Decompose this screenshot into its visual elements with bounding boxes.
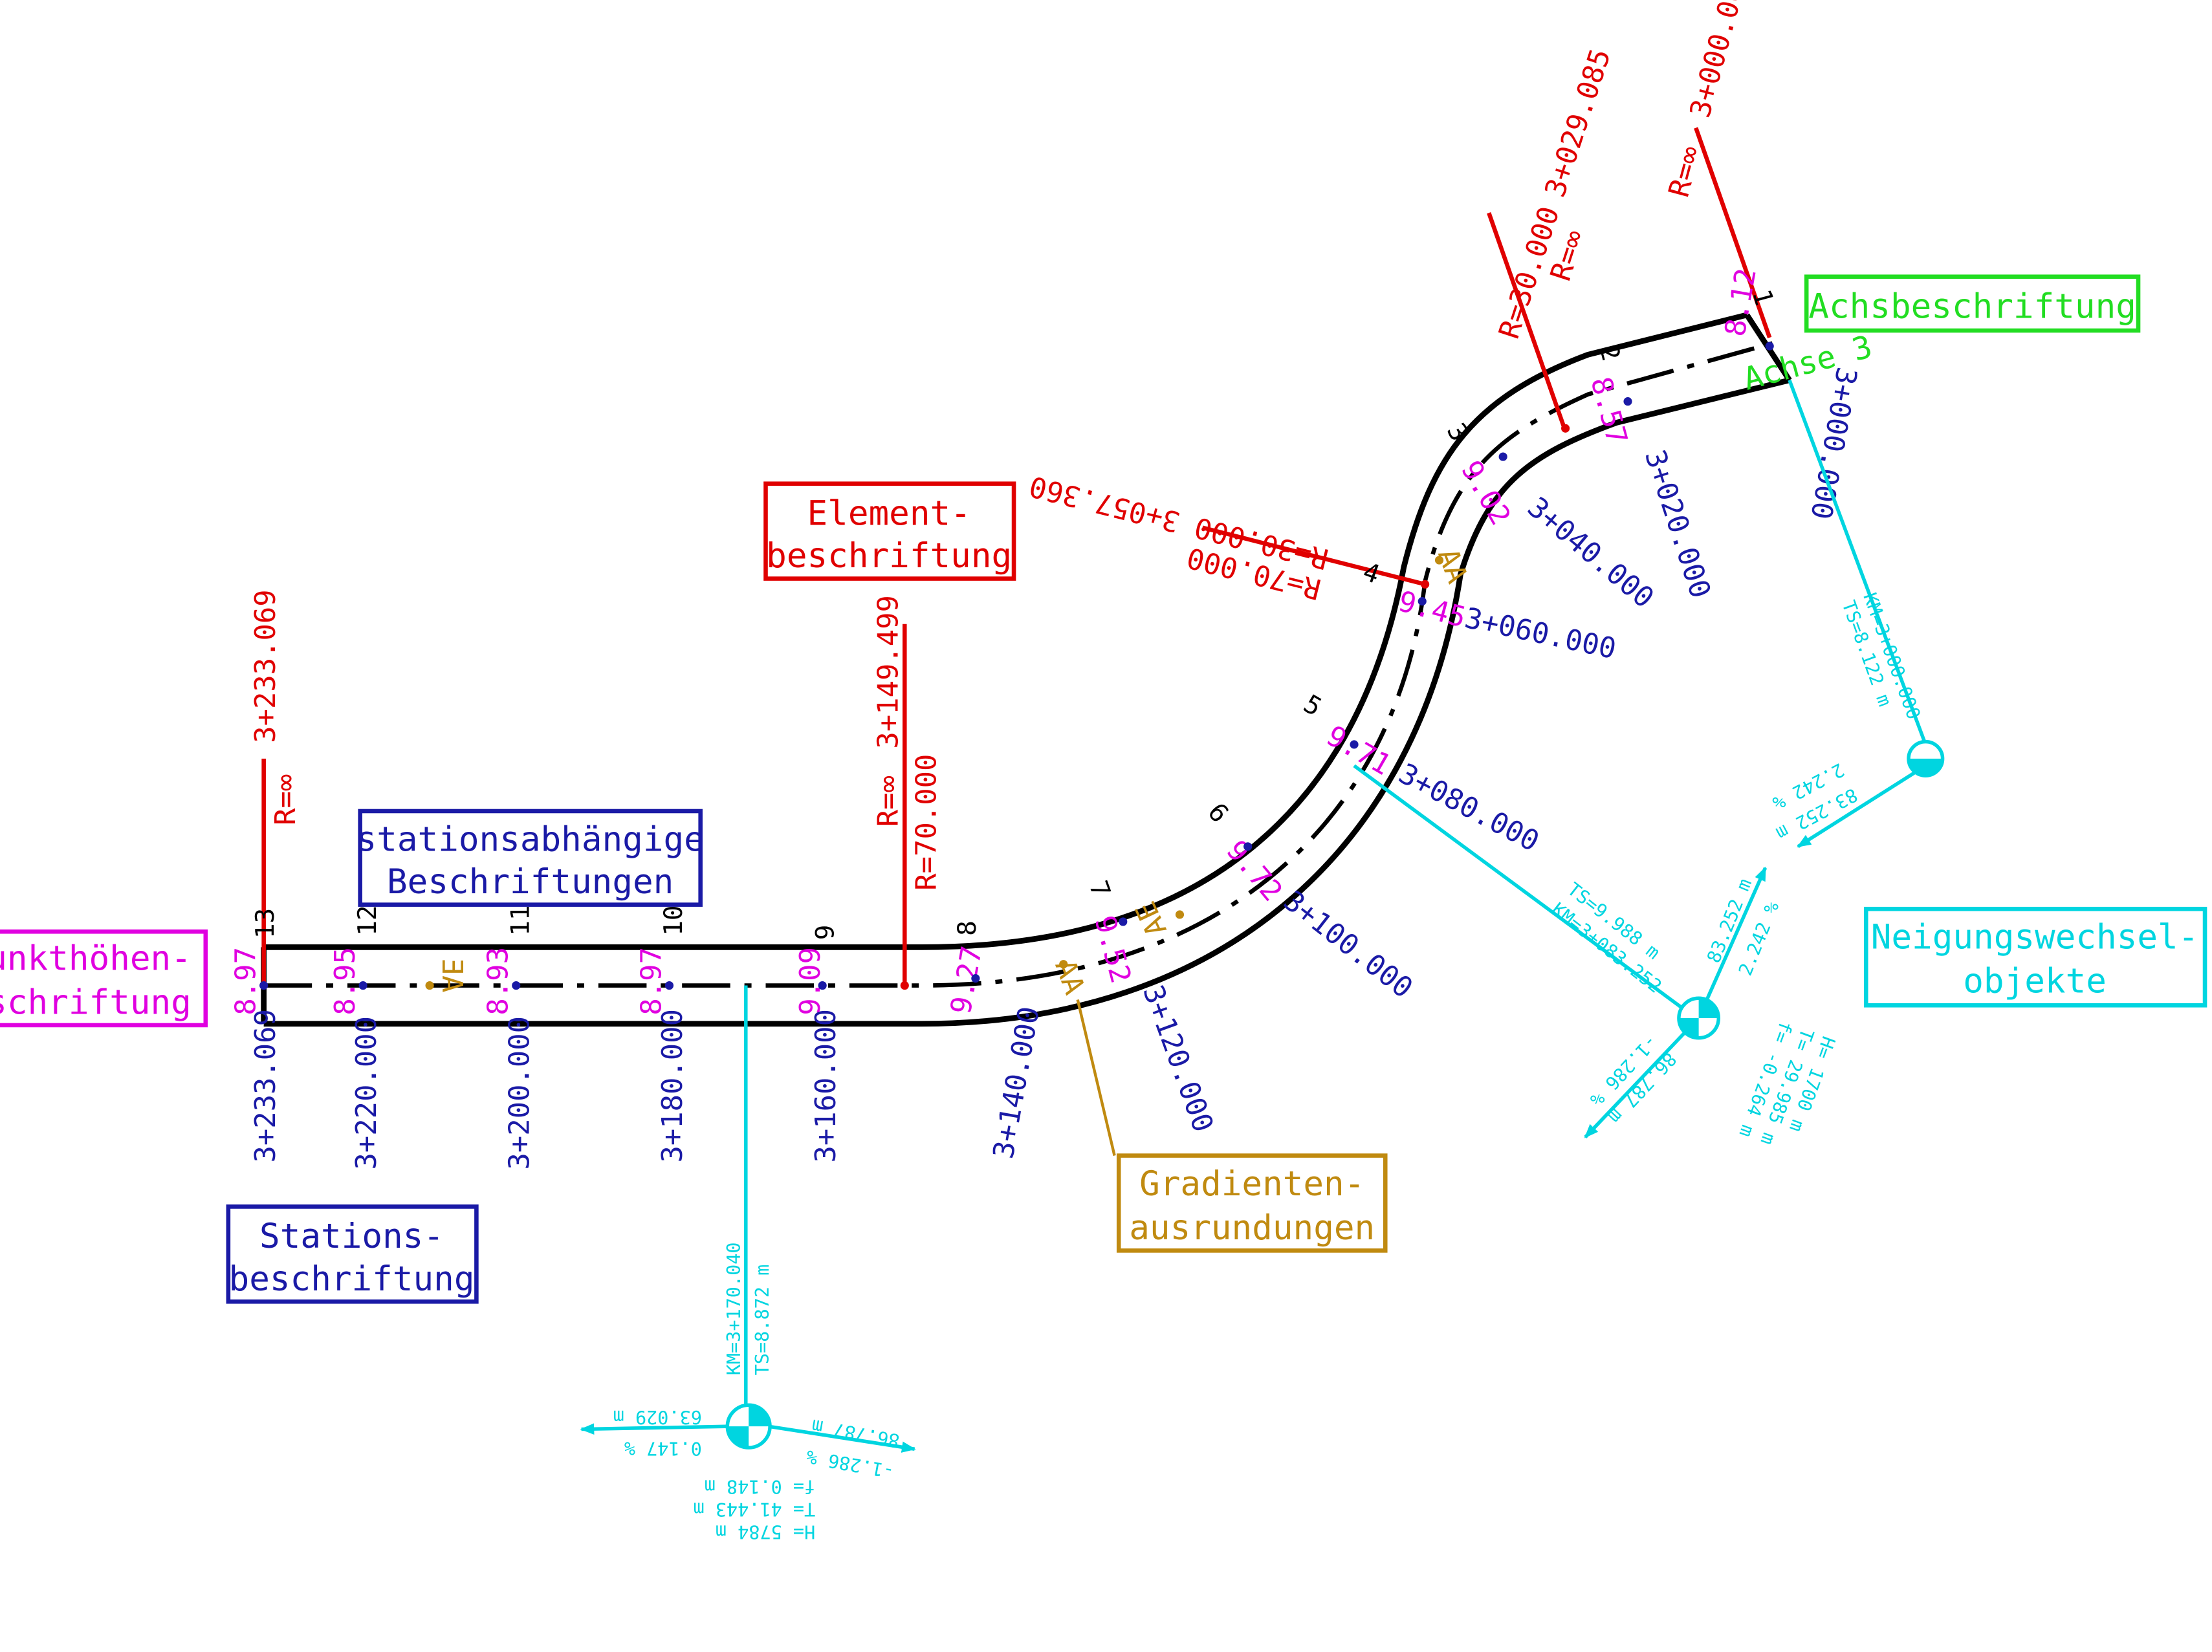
point-height-7: 9.52 [1088, 912, 1137, 986]
element-station-5: 3+233.069 [249, 589, 282, 743]
element-point-markers [900, 424, 1570, 990]
station-3060: 3+060.000 [1462, 602, 1619, 666]
road-centerline [263, 341, 1773, 988]
point-number-12: 12 [353, 905, 382, 935]
legend-slope-change-line2: objekte [1963, 962, 2107, 1001]
point-number-9: 9 [811, 925, 840, 940]
element-station-4: 3+149.499 [871, 595, 904, 748]
element-radius-4a: R=∞ [871, 776, 904, 827]
slope-3-km: KM=3+170.040 [723, 1242, 745, 1375]
legend-slope-change-line1: Neigungswechsel- [1871, 918, 2199, 957]
element-station-1: 3+000.000 [1683, 0, 1755, 121]
slope-3-pct-l: 0.147 % [624, 1437, 702, 1459]
road-geometry [261, 312, 1792, 1027]
slope-3-ts: TS=8.872 m [752, 1265, 773, 1376]
station-3100: 3+100.000 [1277, 884, 1419, 1005]
point-height-12: 8.95 [329, 947, 362, 1016]
point-number-8: 8 [952, 920, 982, 936]
point-number-10: 10 [659, 905, 688, 935]
legend-gradient: Gradienten- ausrundungen [1116, 1153, 1388, 1253]
legend-stations: Stations- beschriftung [226, 1204, 479, 1304]
legend-slope-change: Neigungswechsel- objekte [1863, 906, 2207, 1008]
station-3120: 3+120.000 [1136, 981, 1220, 1136]
legend-point-height-line2: beschriftung [0, 983, 192, 1022]
point-height-3: 9.02 [1454, 455, 1517, 531]
element-radius-4b: R=70.000 [910, 754, 943, 891]
legend-station-dependent-line2: Beschriftungen [387, 862, 673, 902]
element-station-3: 3+057.360 [1026, 469, 1183, 538]
station-3200: 3+200.000 [503, 1016, 536, 1169]
point-height-11: 8.93 [482, 947, 515, 1016]
slope-object-2: TS=9.988 m KM=3+083.252 83.252 m 2.242 %… [1353, 764, 1839, 1147]
station-3160: 3+160.000 [809, 1009, 842, 1162]
slope-3-h: H= 5784 m [716, 1521, 815, 1543]
axis-point-markers [259, 342, 1774, 990]
legend-gradient-line2: ausrundungen [1129, 1208, 1375, 1248]
station-3020: 3+020.000 [1638, 446, 1717, 602]
legend-element: Element- beschriftung [763, 481, 1016, 581]
station-3080: 3+080.000 [1394, 757, 1545, 858]
station-3220: 3+220.000 [350, 1016, 383, 1169]
legend-element-line1: Element- [807, 494, 971, 533]
legend-gradient-line1: Gradienten- [1139, 1164, 1364, 1204]
gradient-ae-left: AE [435, 959, 468, 993]
slope-object-3: KM=3+170.040 TS=8.872 m 63.029 m 0.147 %… [580, 985, 916, 1543]
legend-station-dependent-line1: stationsabhängige [356, 820, 705, 859]
point-height-2: 8.57 [1584, 373, 1634, 448]
legend-station-dependent: stationsabhängige Beschriftungen [356, 809, 705, 907]
gradient-aa-mid: AA [1048, 955, 1091, 999]
slope-3-len-r: 86.787 m [810, 1415, 901, 1451]
road-edge-lower [263, 377, 1790, 1027]
station-3140: 3+140.000 [987, 1004, 1046, 1161]
slope-3-t: T= 41.443 m [694, 1499, 816, 1520]
element-radius-5: R=∞ [269, 774, 302, 825]
element-radius-1: R=∞ [1662, 142, 1707, 201]
slope-object-1: KM=3+000.000 TS=8.122 m 83.252 m 2.242 % [1769, 379, 1945, 849]
point-number-13: 13 [250, 908, 280, 939]
slope-3-f: f= 0.148 m [705, 1475, 816, 1497]
slope-3-len-l: 63.029 m [613, 1406, 702, 1428]
station-3040: 3+040.000 [1521, 491, 1660, 615]
point-height-8: 9.27 [945, 944, 989, 1017]
point-number-7: 7 [1083, 877, 1116, 902]
point-number-6: 6 [1201, 798, 1234, 829]
point-height-5: 9.71 [1321, 719, 1397, 782]
station-3233: 3+233.069 [249, 1009, 282, 1162]
station-3180: 3+180.000 [656, 1009, 689, 1162]
legend-point-height: Punkthöhen- beschriftung [0, 929, 208, 1028]
point-height-13: 8.97 [230, 947, 263, 1016]
legend-axis-text: Achsbeschriftung [1808, 287, 2136, 326]
element-station-2: 3+029.085 [1539, 45, 1617, 201]
point-number-5: 5 [1298, 689, 1327, 723]
point-height-9: 9.09 [794, 947, 827, 1016]
legend-stations-line2: beschriftung [229, 1259, 475, 1299]
point-number-11: 11 [505, 905, 535, 935]
legend-stations-line1: Stations- [259, 1217, 444, 1256]
legend-point-height-line1: Punkthöhen- [0, 939, 192, 978]
legend-element-line2: beschriftung [766, 536, 1012, 576]
point-height-10: 8.97 [635, 947, 668, 1016]
legend-axis: Achsbeschriftung [1804, 274, 2141, 333]
slope-3-pct-r: -1.286 % [805, 1446, 896, 1482]
road-edge-upper [263, 312, 1748, 950]
point-number-2: 2 [1593, 342, 1626, 364]
